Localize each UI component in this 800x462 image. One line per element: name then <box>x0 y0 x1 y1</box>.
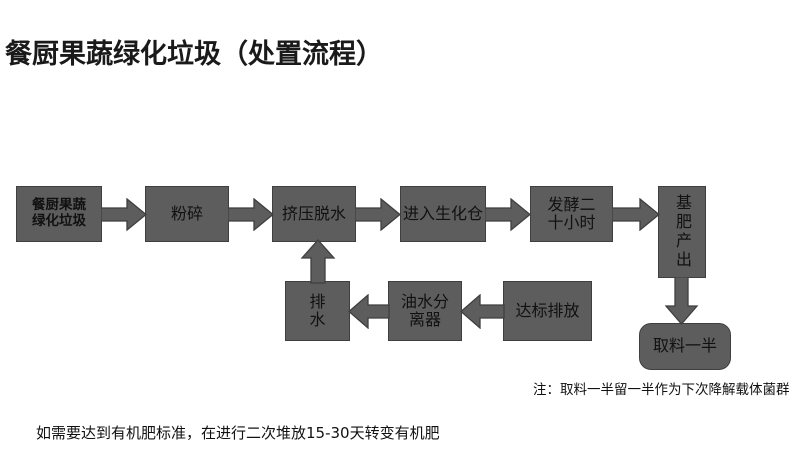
arrow-drain-to-press <box>300 239 336 284</box>
arrow-crush-to-press <box>228 198 274 231</box>
node-ferment-label: 发酵二十小时 <box>547 194 596 232</box>
node-base-fertilizer[interactable]: 基肥产出 <box>658 186 706 278</box>
node-take-half[interactable]: 取料一半 <box>639 323 731 370</box>
node-press-label: 挤压脱水 <box>281 203 346 223</box>
node-discharge[interactable]: 达标排放 <box>503 281 592 341</box>
arrow-separator-to-drain <box>348 294 390 329</box>
node-crush-label: 粉碎 <box>170 203 203 223</box>
node-base-fertilizer-label: 基肥产出 <box>673 194 692 270</box>
arrow-discharge-to-separator <box>460 294 505 329</box>
node-biochamber[interactable]: 进入生化仓 <box>400 186 486 242</box>
node-feedstock-label: 餐厨果蔬绿化垃圾 <box>32 197 86 229</box>
note-take-half: 注：取料一半留一半作为下次降解载体菌群 <box>533 382 790 398</box>
node-ferment[interactable]: 发酵二十小时 <box>530 186 613 242</box>
arrow-feedstock-to-crush <box>101 198 147 231</box>
node-feedstock[interactable]: 餐厨果蔬绿化垃圾 <box>16 186 102 242</box>
arrow-press-to-biochamber <box>355 198 401 231</box>
node-take-half-label: 取料一半 <box>652 336 717 356</box>
node-drain-label: 排水 <box>309 291 326 329</box>
node-press[interactable]: 挤压脱水 <box>272 186 356 242</box>
caption-organic-fertilizer: 如需要达到有机肥标准，在进行二次堆放15-30天转变有机肥 <box>36 424 440 442</box>
arrow-biochamber-to-ferment <box>485 198 531 231</box>
node-crush[interactable]: 粉碎 <box>145 186 229 242</box>
arrow-base-fertilizer-to-take-half <box>665 277 699 325</box>
arrow-ferment-to-base-fertilizer <box>612 198 660 231</box>
node-biochamber-label: 进入生化仓 <box>403 203 484 223</box>
page-title: 餐厨果蔬绿化垃圾（处置流程） <box>5 39 383 70</box>
node-discharge-label: 达标排放 <box>515 300 580 320</box>
node-oil-water-separator-label: 油水分离器 <box>400 291 449 329</box>
node-drain[interactable]: 排水 <box>285 281 350 341</box>
node-oil-water-separator[interactable]: 油水分离器 <box>388 281 462 341</box>
